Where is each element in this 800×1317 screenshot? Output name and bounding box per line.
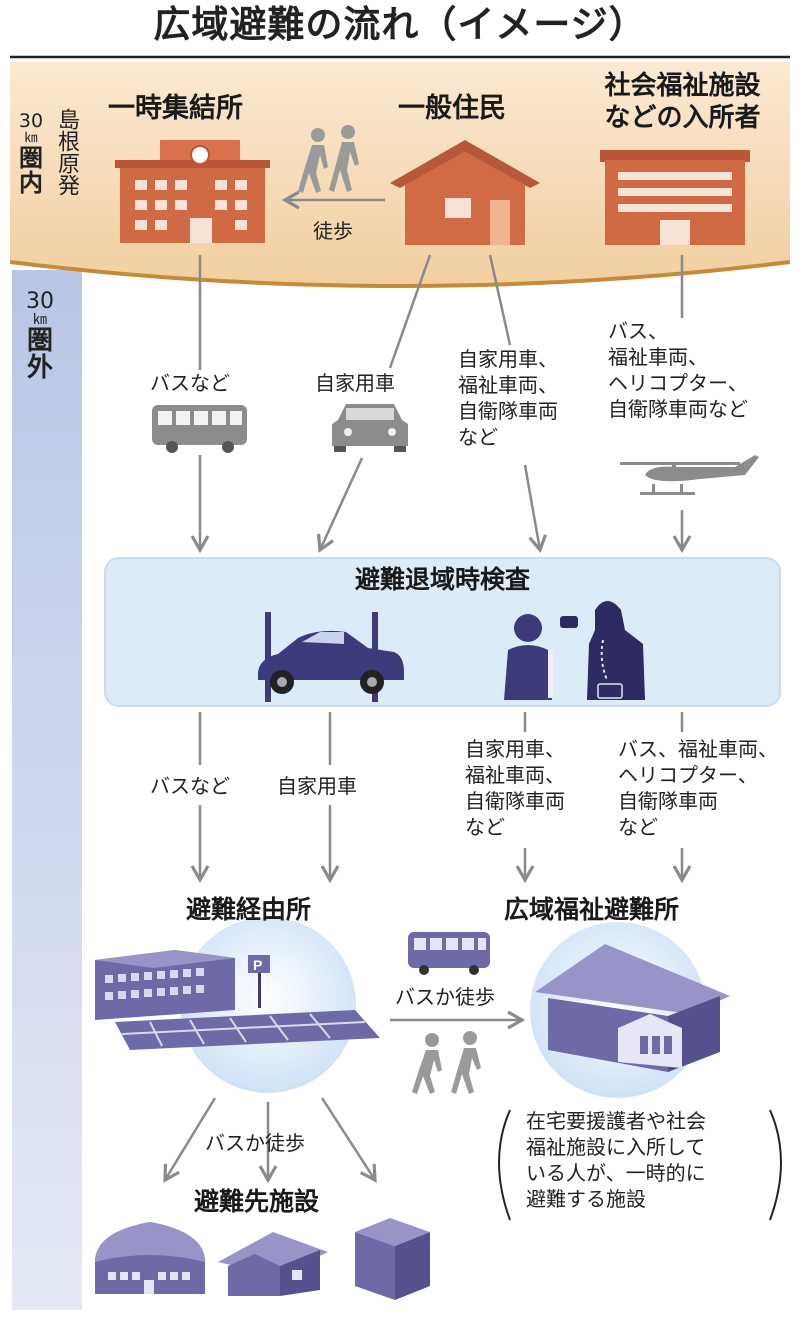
- residents-label: 一般住民: [398, 93, 506, 124]
- upper-mixed-label: 自家用車、 福祉車両、 自衛隊車両 など: [458, 347, 558, 449]
- house-small-icon: [218, 1232, 328, 1296]
- welfare-shelter-note: 在宅要援護者や社会 福祉施設に入所して いる人が、一時的に 避難する施設: [526, 1109, 706, 1211]
- note-left-paren: [498, 1109, 511, 1221]
- welfare-shelter-label: 広域福祉避難所: [504, 895, 680, 924]
- house-icon: [390, 140, 540, 245]
- relay-site-label: 避難経由所: [186, 895, 312, 924]
- welfare-residents-label-1: 社会福祉施設: [604, 71, 761, 101]
- car-front-icon: [332, 404, 408, 452]
- welfare-residents-label-2: などの入所者: [604, 103, 761, 133]
- page-title: 広域避難の流れ（イメージ）: [153, 3, 647, 46]
- bus-or-walk-down-label: バスか徒歩: [205, 1131, 305, 1155]
- plant-name-label: 島根原発: [54, 108, 79, 196]
- lower-car-label: 自家用車: [277, 774, 357, 798]
- note-right-paren: [769, 1109, 782, 1221]
- outside-zone-label: 30 ㎞ 圏 外: [18, 290, 62, 382]
- inside-nai-char: 内: [19, 168, 43, 197]
- upper-bus-label: バスなど: [150, 371, 230, 395]
- bus-between-sites-icon: [408, 932, 490, 975]
- inspector-icon: [560, 601, 645, 700]
- bus-icon: [152, 405, 247, 453]
- welfare-facility-icon: [600, 150, 750, 245]
- outside-km-value: 30: [26, 289, 54, 314]
- assembly-building-icon: [115, 140, 270, 243]
- upper-car-label: 自家用車: [315, 371, 395, 395]
- outside-ken-char: 圏: [26, 325, 53, 356]
- inside-ken-char: 圏: [19, 143, 43, 172]
- walking-people-lower-icon: [412, 1031, 481, 1094]
- upper-welfare-label: バス、 福祉車両、 ヘリコプター、 自衛隊車両など: [608, 319, 748, 421]
- inspected-car-icon: [258, 612, 404, 702]
- zone-boundary-arc: [9, 260, 791, 288]
- down-arrows-final: [163, 1097, 377, 1184]
- outside-gai-char: 外: [26, 353, 53, 384]
- inspection-title: 避難退域時検査: [354, 565, 530, 594]
- inside-zone-km-label: 30 ㎞ 圏 内: [14, 110, 48, 197]
- outside-km-unit: ㎞: [33, 312, 47, 329]
- inside-km-value: 30: [18, 110, 44, 132]
- upper-route-lines: [190, 254, 692, 554]
- apartment-icon: [355, 1218, 430, 1300]
- lower-bus-label: バスなど: [150, 774, 230, 798]
- lower-welfare-label: バス、福祉車両、 ヘリコプター、 自衛隊車両 など: [618, 737, 778, 839]
- person-being-inspected-icon: [504, 614, 553, 700]
- helicopter-icon: [620, 455, 759, 495]
- final-facility-label: 避難先施設: [194, 1187, 320, 1216]
- assembly-point-label: 一時集結所: [108, 93, 243, 124]
- svg-text:P: P: [253, 957, 262, 973]
- lower-mixed-label: 自家用車、 福祉車両、 自衛隊車両 など: [465, 737, 565, 839]
- lower-route-lines: [190, 712, 692, 884]
- walk-label: 徒歩: [313, 219, 353, 243]
- walking-people-icon: [298, 125, 359, 193]
- outside-zone-strip: [12, 270, 82, 1310]
- gymnasium-icon: [95, 1222, 205, 1294]
- bus-or-walk-label: バスか徒歩: [395, 985, 495, 1009]
- welfare-shelter-building-icon: [535, 944, 730, 1072]
- inside-km-unit: ㎞: [24, 130, 38, 146]
- relay-site-buildings-icon: P: [95, 950, 380, 1050]
